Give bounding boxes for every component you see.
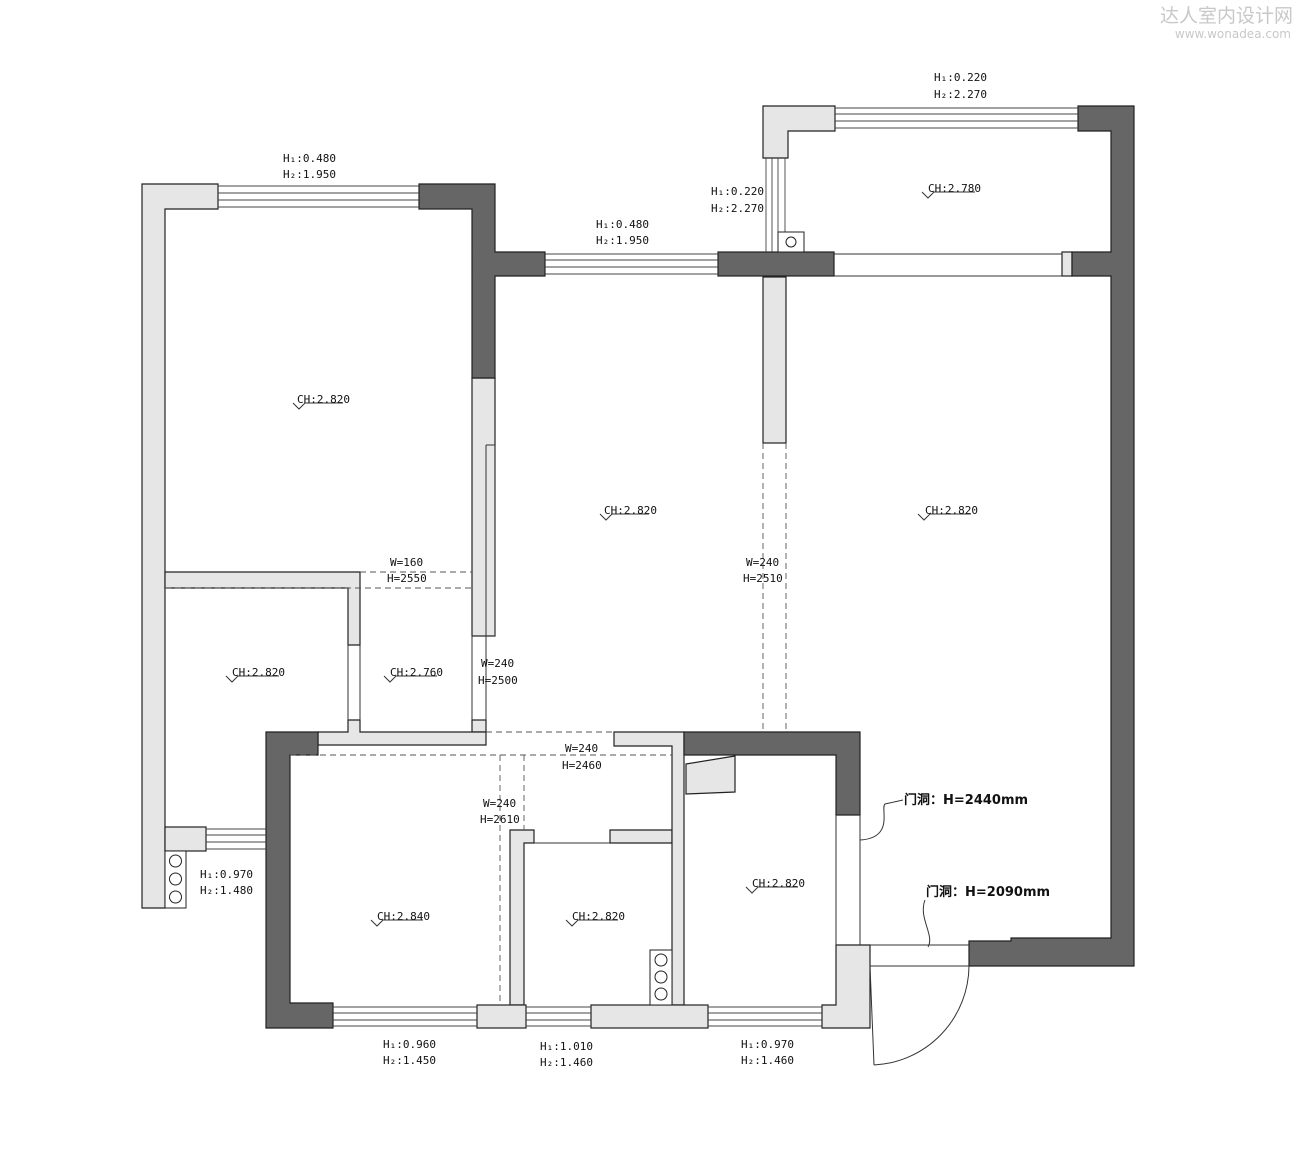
wall-left-outer: [141, 183, 219, 909]
ceiling-label-living: CH:2.820: [599, 504, 657, 521]
wall-bedroom-right: [418, 183, 546, 379]
ceiling-label-kitchen: CH:2.820: [745, 877, 805, 894]
ceiling-label-dining: CH:2.820: [917, 504, 978, 521]
leader-door-kitchen: [859, 799, 904, 841]
window-bottom-right: [708, 1006, 822, 1027]
wall-kitchen-corner: [821, 944, 871, 1029]
door-label-entry: 门洞：H=2090mm: [926, 884, 1050, 900]
ceiling-label-room-left: CH:2.820: [225, 666, 285, 683]
window-bottom-left: [333, 1006, 477, 1027]
wall-closet-right: [471, 377, 496, 637]
svg-text:CH:2.820: CH:2.820: [604, 504, 657, 517]
wall-bottom-sill-2: [590, 1004, 709, 1029]
pipe-bath-icon-2: [654, 970, 668, 984]
opening-label-h: H=2500: [478, 674, 518, 687]
svg-text:CH:2.760: CH:2.760: [390, 666, 443, 679]
window-label-h1: H₁:1.010: [540, 1040, 593, 1053]
opening-label-h: H=2510: [743, 572, 783, 585]
ceiling-labels: CH:2.780 CH:2.820 CH:2.820 CH:2.820 CH:2…: [225, 182, 981, 927]
opening-label-w: W=160: [390, 556, 423, 569]
windows: [206, 107, 1078, 1027]
pipe-bath-icon-3: [654, 987, 668, 1001]
svg-text:CH:2.820: CH:2.820: [752, 877, 805, 890]
window-label-h2: H₂:2.270: [711, 202, 764, 215]
window-label-h2: H₂:1.450: [383, 1054, 436, 1067]
opening-label-w: W=240: [746, 556, 779, 569]
window-label-h1: H₁:0.970: [200, 868, 253, 881]
window-label-h1: H₁:0.220: [934, 71, 987, 84]
window-label-h2: H₂:1.460: [741, 1054, 794, 1067]
opening-label-w: W=240: [481, 657, 514, 670]
walls-light: [141, 105, 1073, 1029]
svg-text:CH:2.820: CH:2.820: [297, 393, 350, 406]
window-label-h2: H₂:1.950: [283, 168, 336, 181]
svg-text:CH:2.820: CH:2.820: [232, 666, 285, 679]
window-label-h2: H₂:1.480: [200, 884, 253, 897]
window-bedroom-top: [218, 185, 419, 208]
window-label-h1: H₁:0.220: [711, 185, 764, 198]
opening-label-h: H=2550: [387, 572, 427, 585]
wall-left-sill: [164, 826, 207, 852]
opening-labels: W=160 H=2550 W=240 H=2510 W=240 H=2500 W…: [387, 556, 783, 826]
window-living-top: [545, 253, 718, 275]
window-left-side: [206, 828, 266, 850]
wall-right-outer: [968, 105, 1135, 967]
wall-bath-top: [609, 829, 673, 844]
wall-stair-partition: [613, 731, 685, 1006]
window-label-h1: H₁:0.960: [383, 1038, 436, 1051]
opening-label-h: H=2610: [480, 813, 520, 826]
opening-label-w: W=240: [483, 797, 516, 810]
wall-kitchen-niche: [685, 755, 736, 795]
leader-door-entry: [922, 899, 931, 948]
ceiling-label-bathroom: CH:2.820: [565, 910, 625, 927]
svg-text:CH:2.820: CH:2.820: [572, 910, 625, 923]
wall-balcony-corner: [762, 105, 836, 159]
window-label-h1: H₁:0.480: [283, 152, 336, 165]
fixtures: [164, 231, 805, 1006]
pipe-bath-icon-1: [654, 953, 668, 967]
wall-balcony-stub: [1061, 251, 1073, 277]
ceiling-label-bedroom-bottom: CH:2.840: [370, 910, 430, 927]
pipe-left-icon-1: [169, 854, 182, 868]
ceiling-label-bedroom-main: CH:2.820: [292, 393, 350, 410]
wall-bottom-sill-1: [476, 1004, 527, 1029]
svg-text:CH:2.840: CH:2.840: [377, 910, 430, 923]
window-balcony-top: [835, 107, 1078, 129]
svg-text:CH:2.780: CH:2.780: [928, 182, 981, 195]
window-label-h1: H₁:0.970: [741, 1038, 794, 1051]
openings: [165, 443, 970, 1066]
door-label-kitchen: 门洞：H=2440mm: [904, 792, 1028, 808]
window-label-h2: H₂:1.460: [540, 1056, 593, 1069]
pipe-left-icon-3: [169, 890, 182, 904]
wall-closet-right-low: [471, 719, 487, 733]
window-label-h1: H₁:0.480: [596, 218, 649, 231]
window-bottom-mid: [526, 1006, 591, 1027]
window-label-h2: H₂:2.270: [934, 88, 987, 101]
window-label-h2: H₂:1.950: [596, 234, 649, 247]
ceiling-label-balcony: CH:2.780: [921, 182, 981, 199]
watermark-url: www.wonadea.com: [1175, 27, 1291, 41]
wall-partition-bedroom: [164, 571, 361, 646]
wall-bath-left: [509, 829, 535, 1006]
wall-center-pillar: [762, 276, 787, 444]
pipe-balcony-icon: [785, 236, 797, 248]
opening-label-h: H=2460: [562, 759, 602, 772]
svg-text:CH:2.820: CH:2.820: [925, 504, 978, 517]
opening-label-w: W=240: [565, 742, 598, 755]
wall-closet-bottom: [317, 719, 487, 746]
ceiling-label-closet: CH:2.760: [383, 666, 443, 683]
pipe-left-icon-2: [169, 872, 182, 886]
wall-top-middle: [717, 251, 835, 277]
window-labels: H₁:0.480 H₂:1.950 H₁:0.480 H₂:1.950 H₁:0…: [200, 71, 987, 1069]
door-labels: 门洞：H=2440mm 门洞：H=2090mm: [904, 792, 1050, 900]
watermark-brand: 达人室内设计网: [1160, 5, 1293, 27]
wall-bottom-bedroom: [265, 731, 334, 1029]
